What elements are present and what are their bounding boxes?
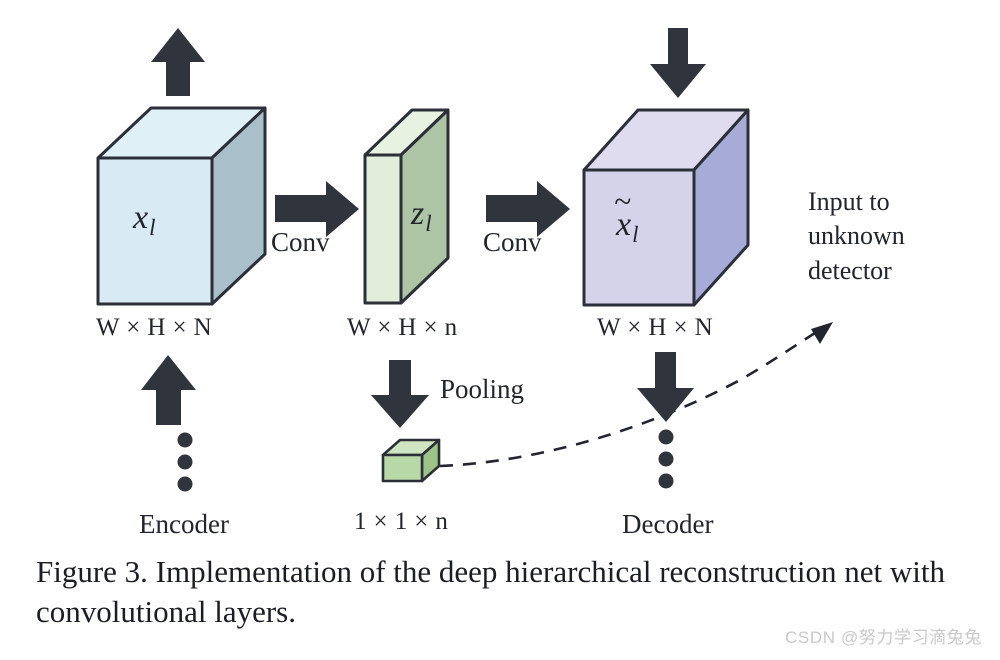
decoder-input-arrow-icon xyxy=(650,28,706,98)
csdn-watermark: CSDN @努力学习滴兔兔 xyxy=(785,628,982,647)
block-encoder-input xyxy=(96,106,267,306)
conv-arrow-1-icon xyxy=(275,181,359,237)
stage-label-encoder: Encoder xyxy=(139,509,229,539)
stage-label-decoder: Decoder xyxy=(622,509,714,539)
block-latent-feature xyxy=(363,108,450,305)
dims-encoder-input: W × H × N xyxy=(96,314,213,341)
math-subscript-l: l xyxy=(149,215,156,241)
block-label-latent-feature: zl xyxy=(411,194,432,237)
op-label-conv-first: Conv xyxy=(271,227,330,257)
encoder-output-arrow-icon xyxy=(151,28,205,96)
math-symbol-z: z xyxy=(411,195,425,232)
math-symbol-x: x xyxy=(616,206,632,243)
encoder-ellipsis-dots xyxy=(177,432,193,492)
dims-latent-feature: W × H × n xyxy=(347,314,458,341)
decoder-stack-arrow-icon xyxy=(637,352,694,422)
annotation-input-to-unknown-detector: Input to unknown detector xyxy=(808,185,983,288)
conv-arrow-2-icon xyxy=(486,181,570,237)
annotation-line-3: detector xyxy=(808,255,892,285)
dims-decoder-output: W × H × N xyxy=(597,314,714,341)
op-label-pooling: Pooling xyxy=(440,374,525,404)
figure-caption: Figure 3. Implementation of the deep hie… xyxy=(36,554,946,630)
dims-pooled-vector: 1 × 1 × n xyxy=(354,508,449,535)
annotation-line-2: unknown xyxy=(808,221,905,251)
decoder-ellipsis-dots xyxy=(658,429,674,489)
math-symbol-x: x xyxy=(133,199,149,236)
op-label-conv-second: Conv xyxy=(483,227,542,257)
block-label-decoder-output: ~xl xyxy=(614,184,639,248)
block-decoder-output xyxy=(582,108,750,307)
encoder-stack-arrow-icon xyxy=(141,355,196,425)
diagram-canvas xyxy=(96,28,833,492)
math-subscript-l: l xyxy=(632,222,639,248)
dashed-connector xyxy=(439,322,833,468)
math-subscript-l: l xyxy=(425,211,432,237)
block-pooled-vector xyxy=(381,438,441,483)
block-label-encoder-input: xl xyxy=(133,198,155,241)
annotation-line-1: Input to xyxy=(808,187,890,216)
tilde-group: ~x xyxy=(614,184,632,245)
pooling-arrow-icon xyxy=(371,360,429,428)
tilde-accent-icon: ~ xyxy=(614,184,632,220)
